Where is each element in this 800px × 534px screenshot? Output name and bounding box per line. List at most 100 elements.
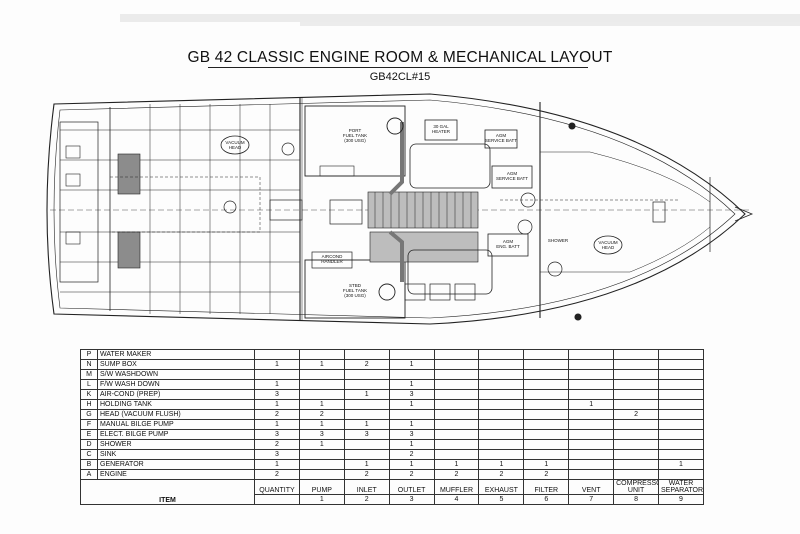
table-cell: 1 [388,359,435,370]
table-cell [478,409,525,420]
table-cell: 2 [388,469,435,480]
table-cell: 1 [478,459,525,470]
row-code: P [80,349,98,360]
table-cell: 2 [523,469,570,480]
table-cell [658,389,704,400]
table-cell: 2 [254,409,300,420]
column-header: FILTER [523,479,570,495]
table-cell: 3 [388,429,435,440]
label-shower: SHOWER [548,238,569,243]
bow-tip [734,206,754,222]
row-code: K [80,389,98,400]
table-cell [433,439,480,450]
table-cell [298,379,345,390]
table-cell: 3 [254,429,300,440]
row-code: N [80,359,98,370]
table-cell [523,389,570,400]
table-cell [478,399,525,410]
table-cell [478,359,525,370]
table-cell [478,419,525,430]
table-cell: 1 [343,389,390,400]
table-cell [613,349,660,360]
table-cell [433,429,480,440]
table-cell [298,459,345,470]
table-cell: 1 [343,459,390,470]
table-cell: 2 [343,469,390,480]
column-header: WATER SEPARATOR [658,479,704,495]
drawing-number: GB42CL#15 [369,71,431,83]
column-header: INLET [343,479,390,495]
table-cell [658,349,704,360]
row-code: C [80,449,98,460]
row-item-name: HEAD (VACUUM FLUSH) [97,409,255,420]
table-cell: 3 [343,429,390,440]
table-cell [298,449,345,460]
table-cell [613,379,660,390]
item-column-header: ITEM [80,479,255,505]
table-cell [613,389,660,400]
table-cell [478,369,525,380]
table-cell [388,369,435,380]
table-cell [658,379,704,390]
title-underline [208,67,588,68]
row-item-name: MANUAL BILGE PUMP [97,419,255,430]
table-cell: 1 [298,359,345,370]
table-cell: 2 [478,469,525,480]
table-cell [613,459,660,470]
table-cell [658,359,704,370]
table-cell [613,369,660,380]
table-cell: 2 [298,409,345,420]
column-number: 1 [298,494,345,505]
table-cell [613,359,660,370]
table-cell [478,349,525,360]
table-cell [568,369,615,380]
table-cell [343,439,390,450]
table-cell [658,449,704,460]
table-cell [523,429,570,440]
table-cell: 1 [298,399,345,410]
row-item-name: SHOWER [97,439,255,450]
table-cell [478,429,525,440]
row-item-name: WATER MAKER [97,349,255,360]
table-cell [478,439,525,450]
column-number [254,494,300,505]
table-cell [523,449,570,460]
table-cell [523,399,570,410]
table-cell [433,379,480,390]
table-cell: 3 [388,389,435,400]
table-cell [568,349,615,360]
table-cell [568,439,615,450]
column-number: 7 [568,494,615,505]
table-cell [568,389,615,400]
table-cell: 1 [523,459,570,470]
row-item-name: ELECT. BILGE PUMP [97,429,255,440]
table-cell: 1 [568,399,615,410]
row-item-name: S/W WASHDOWN [97,369,255,380]
table-cell [298,369,345,380]
row-code: B [80,459,98,470]
table-cell [478,449,525,460]
table-cell [613,449,660,460]
hull-inner-line [53,99,736,319]
column-number: 3 [388,494,435,505]
table-cell [343,409,390,420]
table-cell [254,369,300,380]
table-cell [613,439,660,450]
row-code: G [80,409,98,420]
row-item-name: HOLDING TANK [97,399,255,410]
table-cell [613,419,660,430]
table-cell: 2 [433,469,480,480]
column-number: 2 [343,494,390,505]
column-header: VENT [568,479,615,495]
table-cell [523,409,570,420]
table-cell [388,349,435,360]
page-title: GB 42 CLASSIC ENGINE ROOM & MECHANICAL L… [187,49,613,66]
